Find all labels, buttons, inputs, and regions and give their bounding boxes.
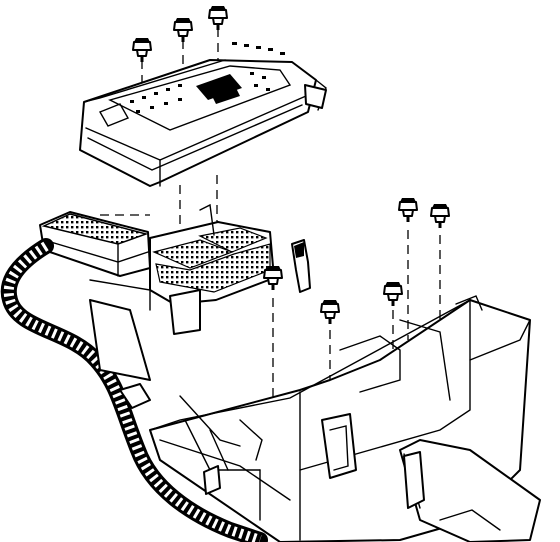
lower-bolt-1 — [397, 196, 419, 224]
upper-bolt-3 — [207, 4, 229, 32]
fuse-block-base — [89, 203, 275, 381]
lower-bolt-2 — [429, 202, 451, 230]
fuse-block-cover — [79, 42, 327, 187]
lower-bolt-4 — [382, 280, 404, 308]
upper-bolt-2 — [172, 16, 194, 44]
grommet-cable-end — [399, 439, 541, 542]
lower-bolt-3 — [262, 264, 284, 292]
wiring-connector — [39, 211, 151, 277]
side-clip — [291, 239, 311, 293]
lower-bolt-5 — [319, 298, 341, 326]
upper-bolt-1 — [131, 36, 153, 64]
